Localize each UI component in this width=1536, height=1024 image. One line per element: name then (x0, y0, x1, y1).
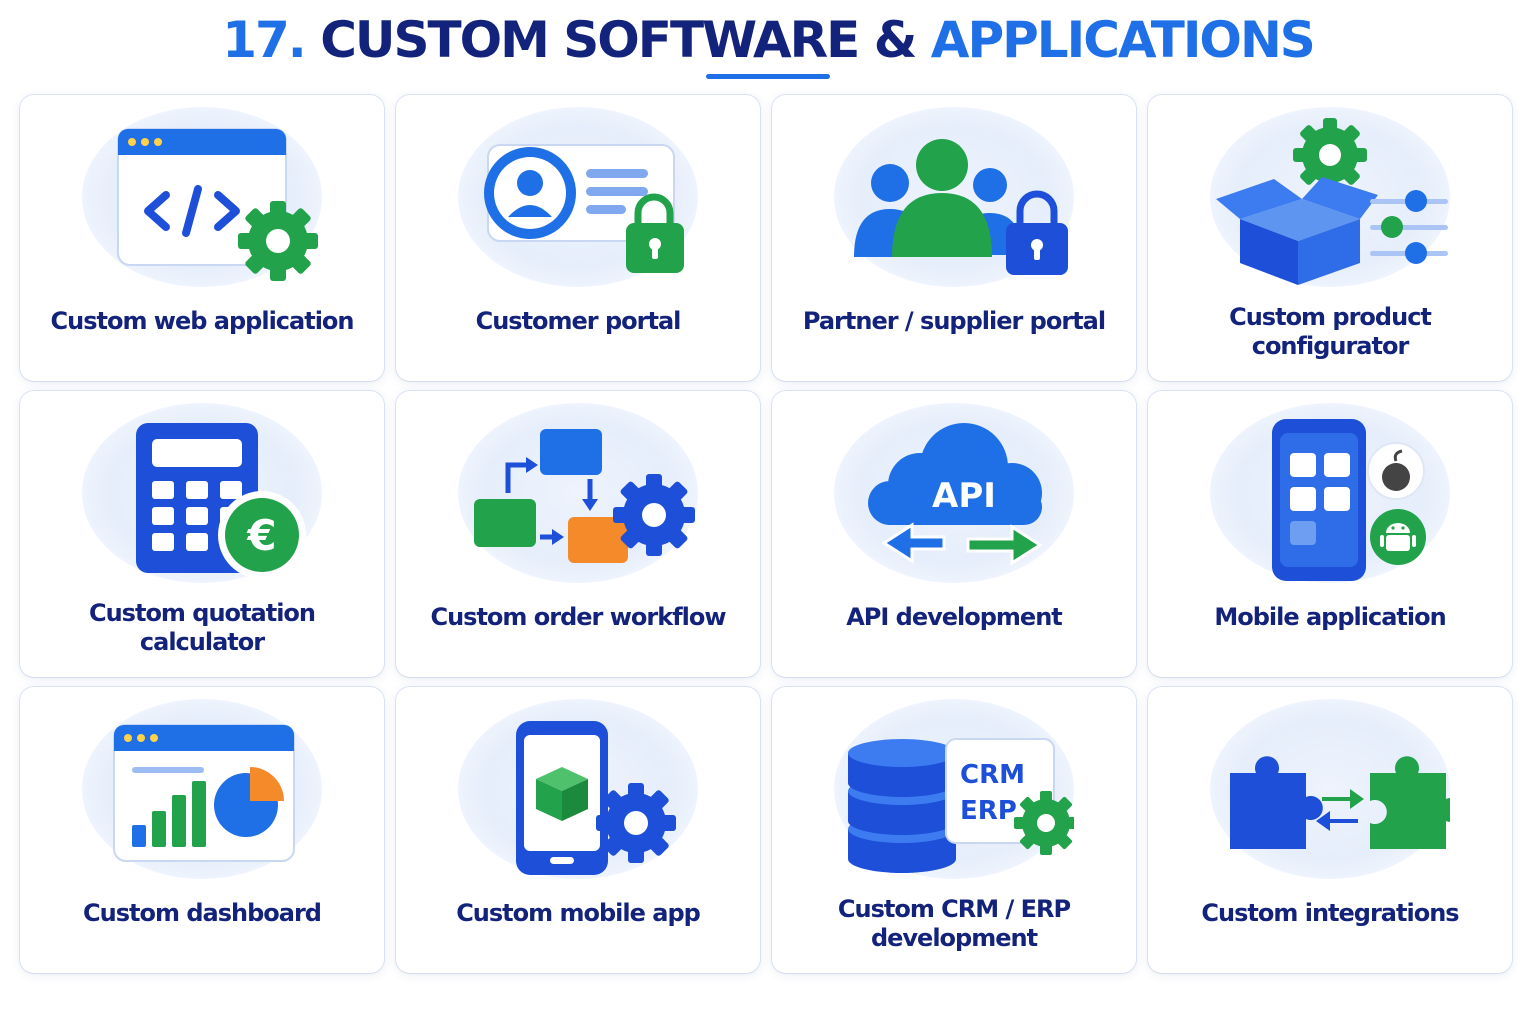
card-label-line-1: Custom product (1229, 303, 1432, 331)
card-label: Custom integrations (1201, 899, 1459, 927)
puzzle-arrows-icon (1230, 756, 1450, 849)
user-card-lock-icon (484, 144, 684, 273)
card-partner-supplier-portal[interactable]: Partner / supplier portal (772, 95, 1136, 381)
workflow-gear-icon (474, 429, 695, 563)
card-label: Mobile application (1214, 603, 1446, 631)
card-label: Partner / supplier portal (802, 307, 1106, 335)
title-underline (706, 74, 830, 79)
phone-apple-android-icon (1272, 419, 1426, 581)
services-grid: Custom web application Customer portal (20, 95, 1512, 973)
database-crm-erp-icon: CRM ERP (848, 738, 1074, 873)
card-custom-order-workflow[interactable]: Custom order workflow (396, 391, 760, 677)
calculator-euro-icon: € (136, 423, 306, 579)
card-label-line-2: configurator (1251, 332, 1410, 360)
card-custom-mobile-app[interactable]: Custom mobile app (396, 687, 760, 973)
page-title: 17. CUSTOM SOFTWARE & APPLICATIONS (0, 8, 1536, 72)
card-custom-integrations[interactable]: Custom integrations (1148, 687, 1512, 973)
card-label: Custom mobile app (456, 899, 701, 927)
box-gear-sliders-icon (1216, 118, 1448, 285)
card-label-line-2: calculator (139, 628, 265, 656)
card-label-line-2: development (870, 924, 1038, 952)
crm-badge-text: CRM (960, 760, 1025, 790)
card-api-development[interactable]: API API development (772, 391, 1136, 677)
card-label: Customer portal (475, 307, 682, 335)
card-label: Custom dashboard (83, 899, 322, 927)
svg-text:API: API (932, 476, 996, 516)
card-label: API development (846, 603, 1063, 631)
api-cloud-arrows-icon: API (868, 423, 1043, 566)
svg-text:€: € (246, 511, 276, 560)
dashboard-charts-icon (113, 724, 295, 862)
code-window-gear-icon (117, 128, 318, 281)
title-number: 17. (222, 11, 307, 69)
card-custom-dashboard[interactable]: Custom dashboard (20, 687, 384, 973)
card-mobile-application[interactable]: Mobile application (1148, 391, 1512, 677)
group-lock-icon (854, 139, 1068, 275)
erp-badge-text: ERP (960, 796, 1017, 826)
title-main: CUSTOM SOFTWARE & (320, 11, 917, 69)
card-label: Custom order workflow (430, 603, 726, 631)
card-customer-portal[interactable]: Customer portal (396, 95, 760, 381)
title-accent: APPLICATIONS (930, 11, 1316, 69)
phone-cube-gear-icon (516, 721, 676, 875)
card-label: Custom web application (50, 307, 355, 335)
card-label-line-1: Custom quotation (88, 599, 316, 627)
card-custom-web-application[interactable]: Custom web application (20, 95, 384, 381)
card-label-line-1: Custom CRM / ERP (837, 895, 1071, 923)
